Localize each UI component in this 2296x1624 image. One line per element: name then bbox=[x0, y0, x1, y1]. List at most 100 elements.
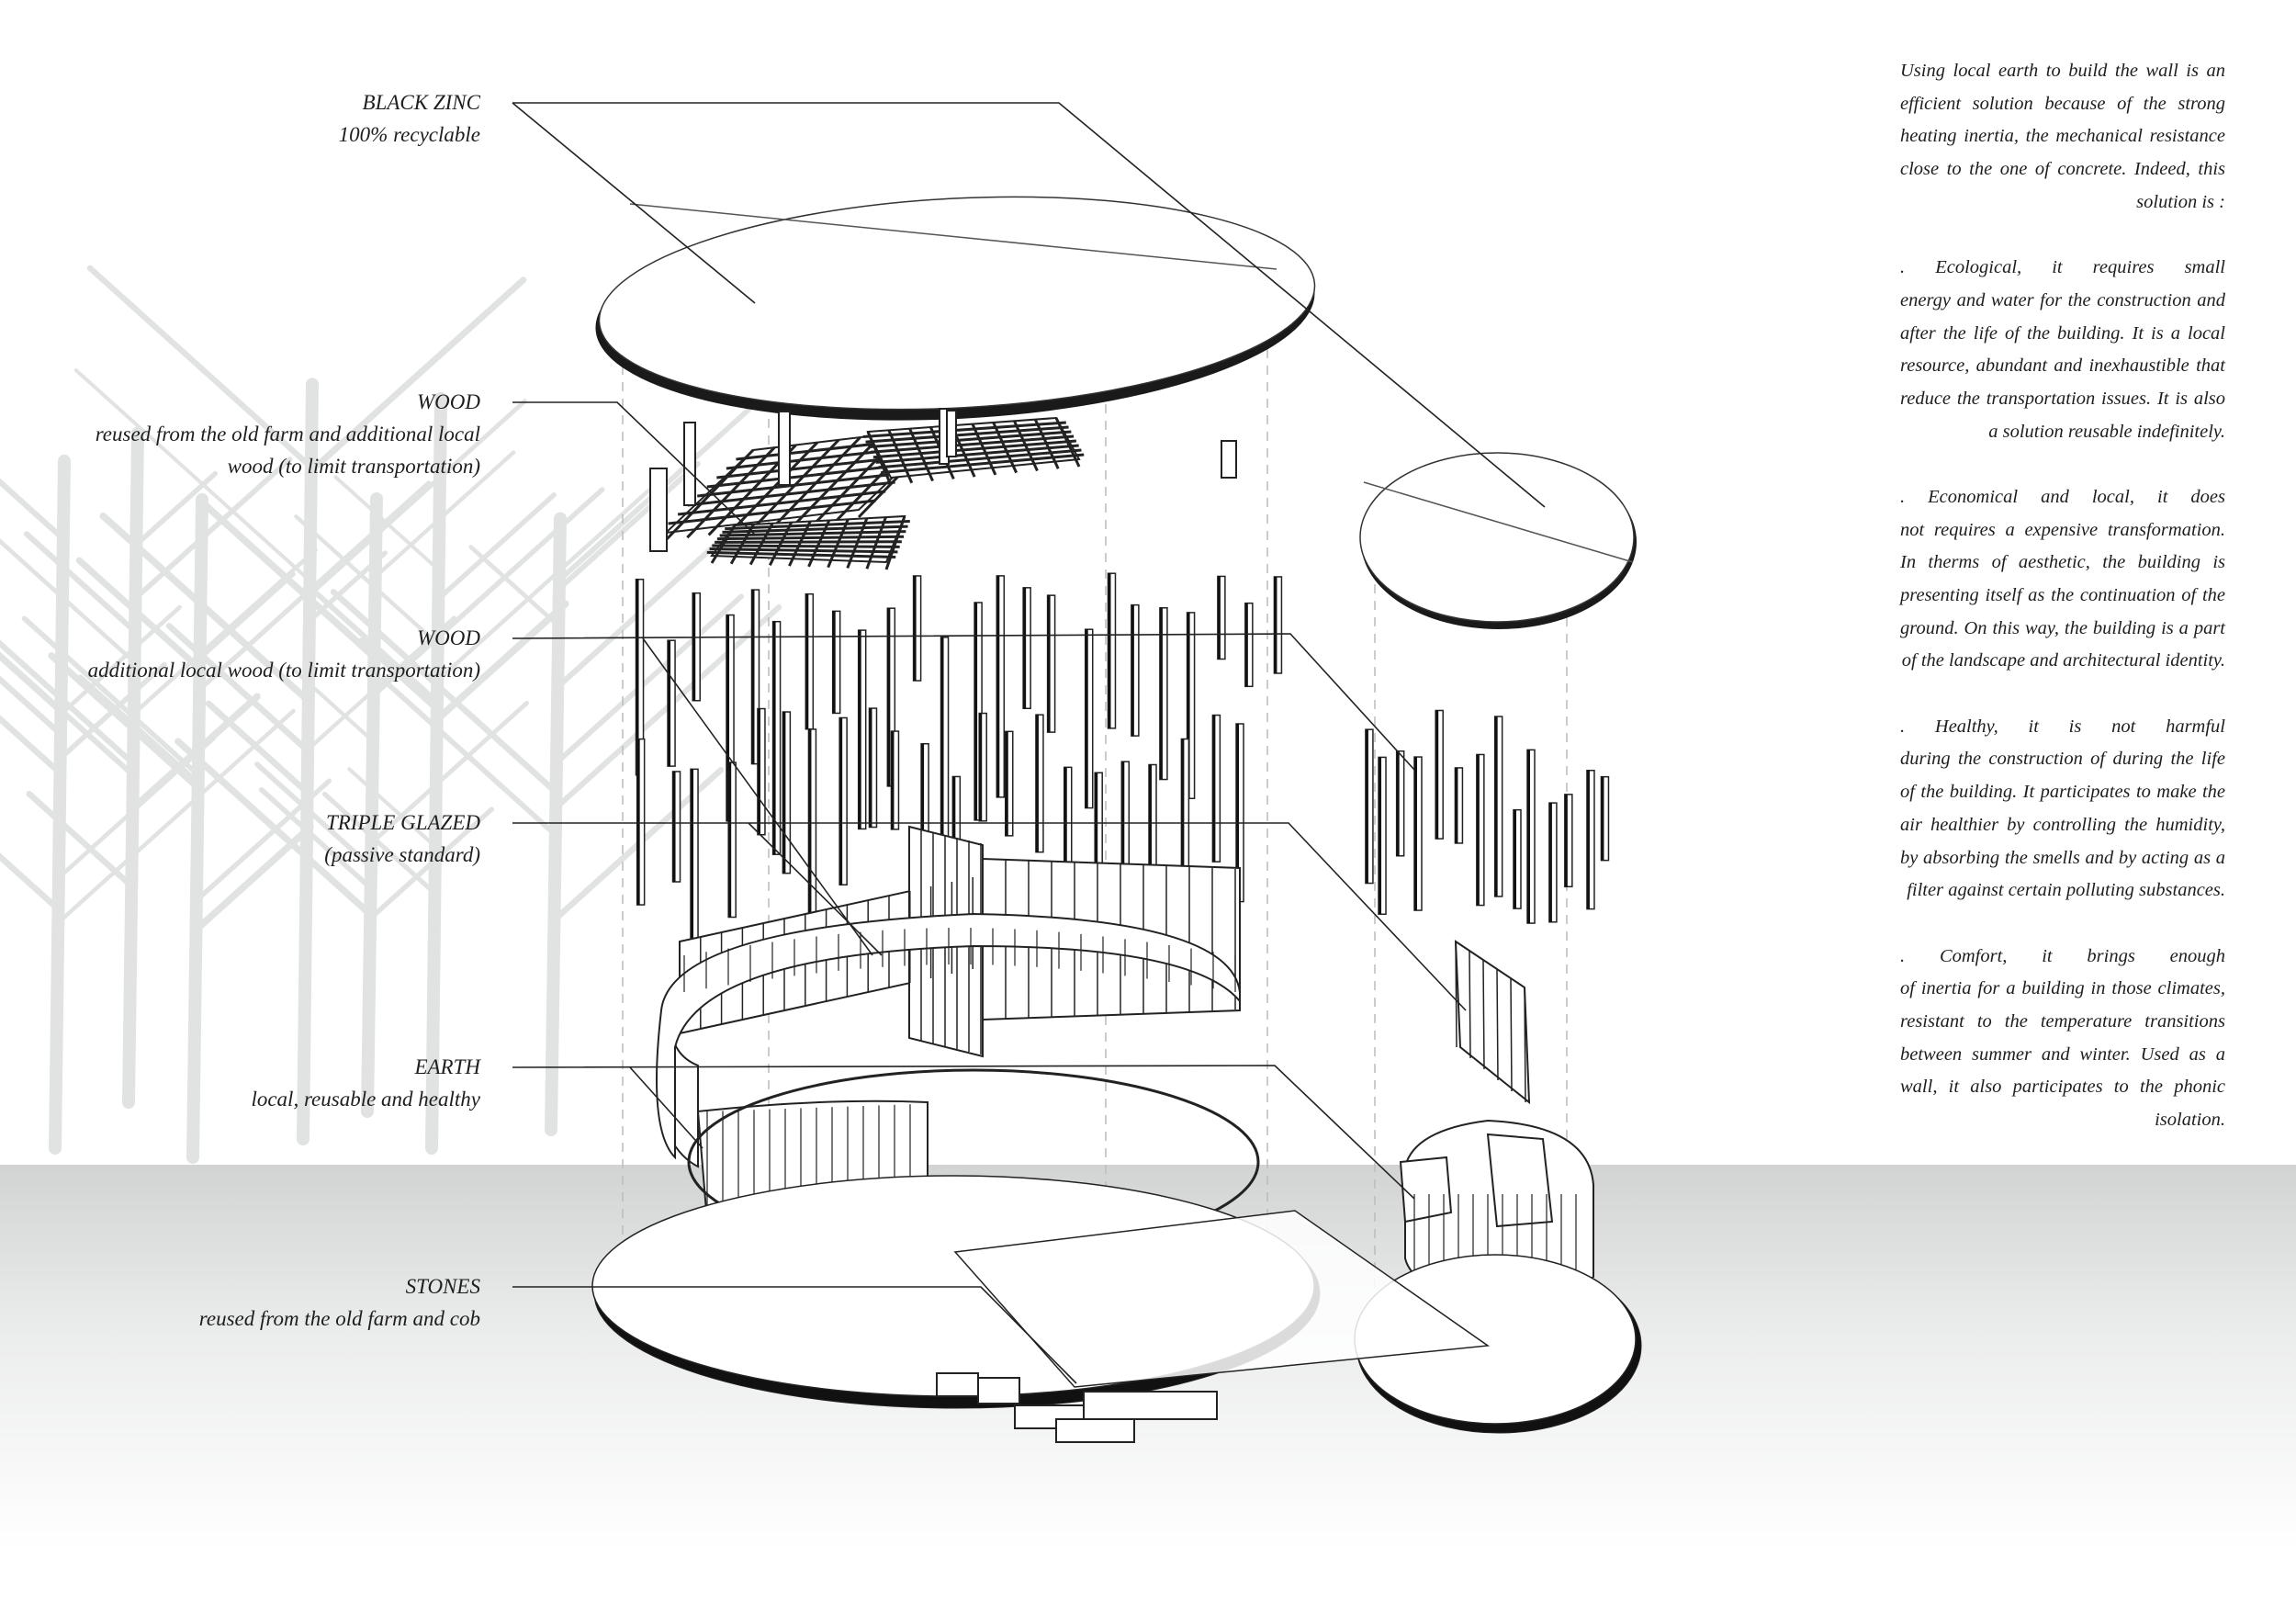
wood-post-shadow bbox=[1548, 803, 1552, 922]
wood-post-shadow bbox=[636, 579, 639, 775]
notes-line: efficient solution because of the strong bbox=[1900, 93, 2225, 114]
wood-beam bbox=[722, 524, 908, 534]
wood-post-shadow bbox=[692, 592, 696, 701]
tree-branch bbox=[130, 470, 219, 550]
wood-beam bbox=[725, 520, 910, 531]
wood-post-shadow bbox=[832, 611, 836, 714]
notes-line: of inertia for a building in those clima… bbox=[1900, 978, 2225, 999]
tree-branch bbox=[291, 668, 375, 742]
wood-beam bbox=[881, 453, 1085, 474]
wood-post-shadow bbox=[1244, 603, 1248, 687]
wood-post-shadow bbox=[839, 717, 843, 885]
notes-line: during the construction of during the li… bbox=[1900, 749, 2225, 770]
wood-post-shadow bbox=[1455, 767, 1458, 843]
label-triple-glazed: TRIPLE GLAZED (passive standard) bbox=[324, 806, 480, 871]
wood-beam bbox=[793, 434, 884, 526]
wood-post-shadow bbox=[1379, 757, 1382, 915]
tree-branch bbox=[369, 487, 605, 700]
label-desc: wood (to limit transportation) bbox=[227, 455, 480, 478]
wood-post-shadow bbox=[668, 640, 671, 767]
tree-branch bbox=[433, 488, 652, 684]
tree-branch bbox=[73, 368, 310, 581]
leader-lines bbox=[512, 102, 1546, 1384]
label-title: STONES bbox=[405, 1275, 480, 1298]
wood-column bbox=[649, 468, 668, 552]
notes-line: resistant to the temperature transitions bbox=[1900, 1010, 2225, 1032]
wood-post-shadow bbox=[1149, 764, 1153, 885]
label-desc: additional local wood (to limit transpor… bbox=[87, 659, 480, 682]
zinc-roof-annex bbox=[1359, 452, 1637, 629]
notes-line: isolation. bbox=[2155, 1110, 2225, 1130]
wood-column bbox=[1221, 440, 1237, 479]
notes-line: between summer and winter. Used as a bbox=[1900, 1043, 2225, 1065]
wood-beam bbox=[771, 436, 861, 529]
wood-post-shadow bbox=[1513, 809, 1516, 909]
wood-post-shadow bbox=[1005, 731, 1008, 836]
wood-post-shadow bbox=[726, 615, 730, 821]
wood-beam bbox=[862, 421, 1066, 439]
wood-post-shadow bbox=[1396, 750, 1400, 856]
tree-branch bbox=[369, 450, 516, 582]
label-desc: 100% recyclable bbox=[338, 123, 480, 146]
tree-branch bbox=[48, 652, 201, 791]
tree-branch bbox=[468, 545, 558, 626]
wood-beam bbox=[878, 448, 1082, 469]
wood-beam bbox=[709, 547, 898, 554]
tree-trunk bbox=[361, 491, 383, 1118]
notes-line: not requires a expensive transformation. bbox=[1900, 519, 2225, 540]
wood-post-shadow bbox=[1365, 729, 1368, 884]
wood-post-shadow bbox=[913, 575, 917, 682]
tree-branch bbox=[304, 276, 527, 478]
tree-branch bbox=[21, 615, 200, 777]
notes-line: a solution reusable indefinitely. bbox=[1988, 421, 2225, 442]
wood-beam bbox=[1054, 417, 1081, 468]
wood-column bbox=[778, 411, 791, 486]
wood-post-shadow bbox=[1047, 595, 1051, 733]
tree-branch bbox=[0, 478, 63, 539]
wood-beam bbox=[715, 540, 902, 544]
wood-beam bbox=[870, 434, 1075, 454]
wood-beam bbox=[716, 535, 905, 541]
wood-beam bbox=[865, 516, 887, 570]
label-title: EARTH bbox=[414, 1055, 480, 1078]
wood-post-shadow bbox=[858, 630, 861, 829]
wood-posts bbox=[635, 572, 1610, 972]
notes-line: after the life of the building. It is a … bbox=[1900, 322, 2225, 344]
tree-branch bbox=[130, 457, 293, 603]
notes-line: . Economical and local, it does bbox=[1900, 486, 2225, 507]
tree-branch bbox=[203, 502, 376, 659]
wood-post-shadow bbox=[1217, 576, 1221, 660]
wood-post-shadow bbox=[940, 637, 944, 838]
wood-beam bbox=[884, 515, 906, 570]
wood-post-shadow bbox=[1494, 716, 1498, 897]
tree-branch bbox=[0, 852, 63, 914]
earth-wall-notes: Using local earth to build the wall is a… bbox=[1900, 55, 2225, 1169]
wood-beam bbox=[719, 530, 906, 537]
tree-branch bbox=[205, 700, 311, 796]
wood-beam bbox=[868, 430, 1072, 449]
tree-branch bbox=[0, 639, 137, 767]
wood-post-shadow bbox=[672, 771, 676, 883]
tree-branch bbox=[553, 460, 701, 595]
wood-post-shadow bbox=[805, 593, 809, 729]
wood-post-shadow bbox=[887, 608, 891, 786]
notes-line: resource, abundant and inexhaustible tha… bbox=[1900, 355, 2225, 377]
wood-post-shadow bbox=[1121, 761, 1125, 905]
tree-trunk bbox=[49, 454, 71, 1155]
wood-post-shadow bbox=[979, 713, 983, 821]
wood-post-shadow bbox=[952, 776, 956, 879]
wood-beam bbox=[706, 550, 896, 558]
wood-post-shadow bbox=[636, 739, 640, 906]
label-wood-posts: WOOD additional local wood (to limit tra… bbox=[88, 622, 480, 686]
notes-line: wall, it also participates to the phonic bbox=[1900, 1077, 2225, 1098]
tree-branch bbox=[369, 700, 530, 845]
wood-post-shadow bbox=[751, 590, 755, 764]
wood-post-shadow bbox=[1414, 757, 1418, 911]
wood-post-shadow bbox=[757, 708, 760, 835]
label-earth: EARTH local, reusable and healthy bbox=[251, 1051, 480, 1115]
tree-branch bbox=[174, 738, 376, 919]
notes-line: solution is : bbox=[2136, 191, 2225, 212]
label-desc: reused from the old farm and cob bbox=[198, 1307, 480, 1330]
label-title: WOOD bbox=[417, 626, 480, 649]
